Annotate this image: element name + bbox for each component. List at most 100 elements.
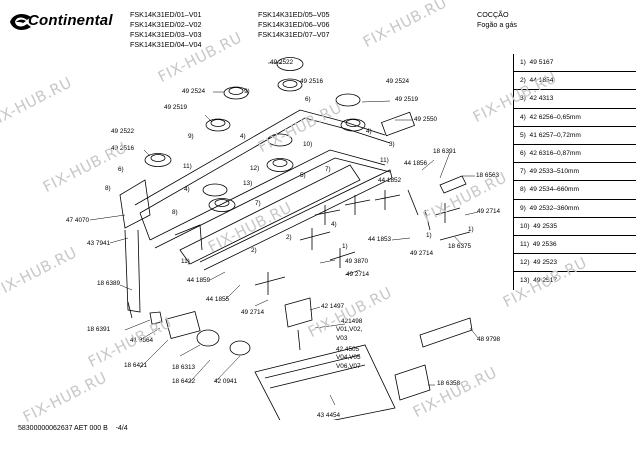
ref-mark: 12) bbox=[250, 165, 260, 172]
model-number: FSK14K31ED/03–V03 bbox=[130, 30, 202, 39]
callout-label: V04,V05 bbox=[336, 354, 361, 361]
callout-label: 18 6422 bbox=[172, 378, 196, 385]
ref-mark: 4) bbox=[366, 128, 372, 135]
callout-label: 44 1859 bbox=[187, 277, 211, 284]
callout-label: 48 9798 bbox=[477, 336, 501, 343]
callout-label: 49 2714 bbox=[410, 250, 434, 257]
parts-list-row: 4) 42 6256–0,65mm bbox=[514, 109, 636, 127]
ref-mark: 1) bbox=[342, 243, 348, 250]
ref-mark: 13) bbox=[243, 180, 253, 187]
model-number: FSK14K31ED/07–V07 bbox=[258, 30, 330, 39]
callout-label: 18 6563 bbox=[476, 172, 500, 179]
parts-list-row: 1) 49 5167 bbox=[514, 54, 636, 73]
ref-mark: 2) bbox=[286, 234, 292, 241]
callout-label: 49 2519 bbox=[395, 96, 419, 103]
callout-label: 49 2524 bbox=[386, 78, 410, 85]
model-number: FSK14K31ED/02–V02 bbox=[130, 20, 202, 29]
model-number: FSK14K31ED/05–V05 bbox=[258, 10, 330, 19]
callout-label: V06,V07 bbox=[336, 363, 361, 370]
callout-label: 44 1853 bbox=[368, 236, 392, 243]
parts-list-row: 9) 49 2532–360mm bbox=[514, 200, 636, 218]
category: COCÇÃO Fogão a gás bbox=[477, 10, 517, 30]
callout-label: 18 6389 bbox=[97, 280, 121, 287]
callout-label: 43 4454 bbox=[317, 412, 341, 419]
ref-mark: 4) bbox=[184, 186, 190, 193]
ref-mark: 6) bbox=[305, 96, 311, 103]
parts-list-row: 7) 49 2533–510mm bbox=[514, 163, 636, 182]
callout-label: 49 3870 bbox=[345, 258, 369, 265]
burner-caps bbox=[144, 57, 366, 212]
ref-mark: 2) bbox=[251, 247, 257, 254]
callout-label: 42 0941 bbox=[214, 378, 238, 385]
ref-mark: 4) bbox=[331, 221, 337, 228]
exploded-view-drawing bbox=[89, 57, 479, 420]
callout-label: 44 1855 bbox=[206, 296, 230, 303]
model-number: FSK14K31ED/06–V06 bbox=[258, 20, 330, 29]
callout-label: 49 2714 bbox=[241, 309, 265, 316]
ref-mark: 7) bbox=[255, 200, 261, 207]
ref-mark: 11) bbox=[181, 258, 190, 265]
brand-name: Continental bbox=[28, 12, 113, 29]
ref-mark: 1) bbox=[426, 232, 432, 239]
parts-list-row: 6) 42 6316–0,87mm bbox=[514, 145, 636, 164]
callout-label: 43 7941 bbox=[87, 240, 111, 247]
parts-list-row: 13) 49 2517 bbox=[520, 277, 558, 285]
callout-label: 49 2714 bbox=[346, 271, 370, 278]
callout-label: 44 1856 bbox=[404, 160, 428, 167]
document-code: 58300000062637 AET 000 B bbox=[18, 425, 108, 432]
callout-label: 49 2550 bbox=[414, 116, 438, 123]
ref-mark: 9) bbox=[188, 133, 194, 140]
gas-valves bbox=[254, 190, 471, 295]
ref-mark: 11) bbox=[183, 163, 192, 170]
parts-list-row: 10) 49 2535 bbox=[514, 218, 636, 236]
parts-list-row: 12) 49 2523 bbox=[514, 254, 636, 273]
callout-label: 18 6313 bbox=[172, 364, 196, 371]
document-footer: 58300000062637 AET 000 B -4/4 bbox=[18, 425, 128, 432]
callout-label: 47 4070 bbox=[66, 217, 90, 224]
callout-label: 49 2516 bbox=[300, 78, 324, 85]
callout-label: 49 2516 bbox=[111, 145, 135, 152]
parts-list-row: 2) 44 1854 bbox=[514, 72, 636, 91]
category-subtitle: Fogão a gás bbox=[477, 20, 517, 29]
ref-mark: 1) bbox=[468, 226, 474, 233]
parts-list-row: 3) 42 4313 bbox=[514, 90, 636, 109]
continental-logo bbox=[10, 14, 31, 30]
callout-label: 42 4505 bbox=[336, 346, 360, 353]
ref-mark: 3) bbox=[389, 141, 395, 148]
callout-label: 41 8564 bbox=[130, 337, 154, 344]
callout-label: 18 6375 bbox=[448, 243, 472, 250]
callout-label: 49 2522 bbox=[270, 59, 294, 66]
callout-label: 18 6421 bbox=[124, 362, 148, 369]
ref-mark: 6) bbox=[118, 166, 124, 173]
ref-mark: 8) bbox=[105, 185, 111, 192]
parts-list-row: 11) 49 2536 bbox=[514, 236, 636, 255]
ref-mark: 9) bbox=[244, 88, 250, 95]
page-number: -4/4 bbox=[115, 425, 128, 432]
ref-mark: 5) bbox=[300, 172, 306, 179]
ref-mark: 7) bbox=[325, 166, 331, 173]
callout-label: 42 1497 bbox=[321, 303, 345, 310]
callout-label: V01,V02, bbox=[336, 326, 363, 333]
parts-list: 1) 49 5167 2) 44 1854 3) 42 4313 4) 42 6… bbox=[513, 54, 636, 291]
callout-label: 18 6391 bbox=[87, 326, 111, 333]
model-number: FSK14K31ED/01–V01 bbox=[130, 10, 202, 19]
callout-label: 421498 bbox=[341, 318, 363, 325]
callout-label: 49 2519 bbox=[164, 104, 188, 111]
callout-label: 49 2714 bbox=[477, 208, 501, 215]
callout-label: 49 2524 bbox=[182, 88, 206, 95]
model-list-2: FSK14K31ED/05–V05 FSK14K31ED/06–V06 FSK1… bbox=[258, 10, 330, 40]
model-number: FSK14K31ED/04–V04 bbox=[130, 40, 202, 49]
callout-label: 44 1852 bbox=[378, 177, 402, 184]
category-title: COCÇÃO bbox=[477, 10, 509, 19]
ref-mark: 10) bbox=[303, 141, 313, 148]
callout-label: 18 6358 bbox=[437, 380, 461, 387]
ref-mark: 8) bbox=[172, 209, 178, 216]
ref-mark: 4) bbox=[240, 133, 246, 140]
ref-mark: 11) bbox=[380, 157, 389, 164]
callout-label: 49 2522 bbox=[111, 128, 135, 135]
callout-label: V03 bbox=[336, 335, 348, 342]
callout-label: 18 6391 bbox=[433, 148, 457, 155]
model-list-1: FSK14K31ED/01–V01 FSK14K31ED/02–V02 FSK1… bbox=[130, 10, 202, 50]
parts-list-row: 5) 41 6257–0,72mm bbox=[514, 127, 636, 145]
parts-list-row: 8) 49 2534–660mm bbox=[514, 181, 636, 200]
